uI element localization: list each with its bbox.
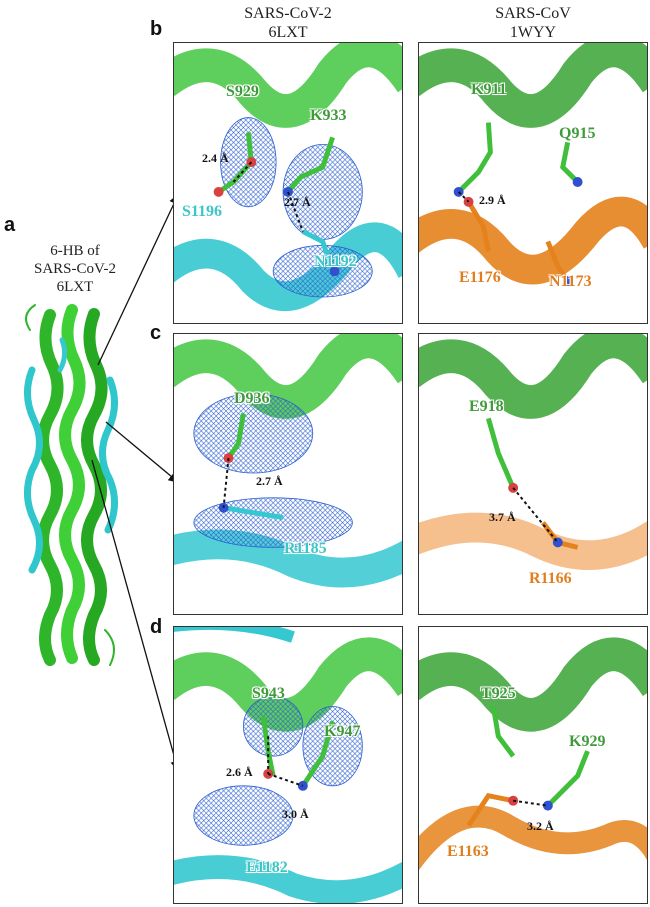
residue-label: S1196 [182,203,223,220]
panel-label-c: c [150,322,162,344]
column-header-line1: SARS-CoV [495,5,571,22]
distance-label: 2.7 Å [256,474,283,488]
residue-label: R1166 [529,570,572,587]
panel-d-sars-cov-2: S943 K947 E1182 2.6 Å 3.0 Å [173,626,403,904]
panel-label-a: a [4,214,16,236]
hb-title-line2: SARS-CoV-2 [34,261,116,277]
residue-label: Q915 [559,125,596,142]
residue-label: E1182 [246,859,288,876]
distance-label: 2.4 Å [202,151,229,165]
distance-label: 3.7 Å [489,510,516,524]
column-header-line2: 1WYY [509,24,557,41]
residue-label: T925 [481,685,516,702]
residue-label: E1163 [447,843,489,860]
six-helix-bundle-title: 6-HB of SARS-CoV-2 6LXT [0,242,150,296]
residue-label: E1176 [459,269,501,286]
panel-b-sars-cov: K911 Q915 E1176 N1173 2.9 Å [418,42,648,324]
distance-label: 2.6 Å [226,765,253,779]
distance-label: 2.9 Å [479,193,506,207]
panel-d-sars-cov: T925 K929 E1163 3.2 Å [418,626,648,904]
distance-label: 3.2 Å [527,819,554,833]
column-header-line1: SARS-CoV-2 [244,5,332,22]
panel-c-right-structure [419,334,647,570]
residue-label: S943 [252,685,285,702]
residue-label: K911 [471,81,507,98]
residue-label: K933 [310,107,347,124]
panel-label-d: d [150,616,163,638]
panel-b-left-structure [174,43,402,311]
column-header-sars-cov: SARS-CoV 1WYY [418,4,648,42]
panel-d-right-structure [419,637,647,871]
panel-c-sars-cov-2: D936 R1185 2.7 Å [173,333,403,615]
column-header-line2: 6LXT [268,24,308,41]
panel-b-right-structure [419,43,647,287]
hb-title-line1: 6-HB of [50,243,100,259]
residue-label: D936 [234,390,270,407]
panel-label-b: b [150,18,163,40]
residue-label: R1185 [284,540,327,557]
residue-label: N1173 [549,273,592,290]
residue-label: K929 [569,733,606,750]
hb-title-line3: 6LXT [56,279,94,295]
residue-label: N1192 [314,253,357,270]
residue-label: K947 [324,723,361,740]
six-helix-bundle-image [24,304,118,666]
panel-c-left-structure [174,334,402,588]
distance-label: 2.7 Å [284,195,311,209]
panel-d-left-structure [174,627,402,903]
panel-b-sars-cov-2: S929 K933 S1196 N1192 2.4 Å 2.7 Å [173,42,403,324]
panel-c-sars-cov: E918 R1166 3.7 Å [418,333,648,615]
column-header-sars-cov-2: SARS-CoV-2 6LXT [173,4,403,42]
residue-label: S929 [226,83,259,100]
distance-label: 3.0 Å [282,807,309,821]
residue-label: E918 [469,398,504,415]
